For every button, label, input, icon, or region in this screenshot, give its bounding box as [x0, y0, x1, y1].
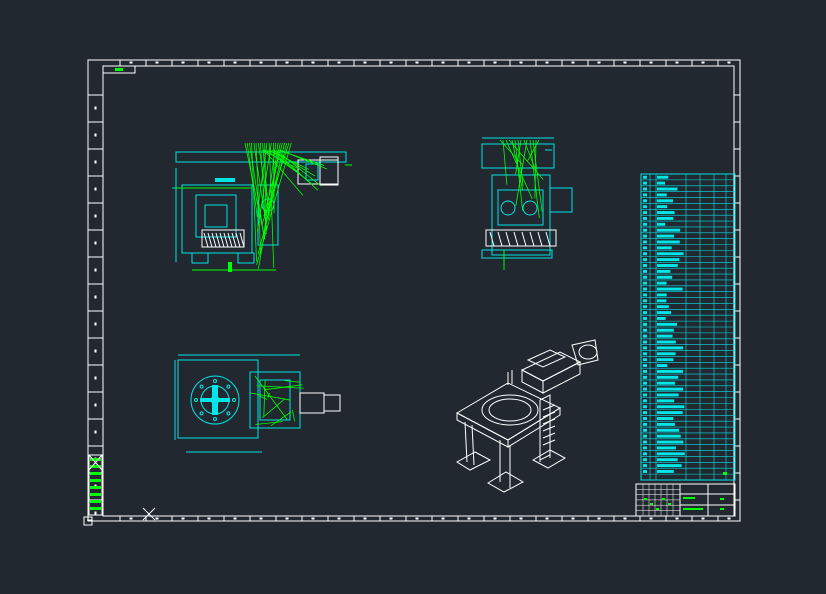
top-view[interactable] [174, 354, 341, 453]
drawing-frame [87, 59, 741, 522]
sheet-tag [102, 65, 136, 74]
isometric-view[interactable] [455, 339, 599, 493]
parts-list-table[interactable] [640, 173, 736, 481]
ucs-icon [83, 516, 93, 526]
side-view[interactable] [481, 137, 573, 270]
crosshair-cursor [142, 507, 156, 521]
title-block[interactable] [635, 483, 736, 517]
front-view[interactable] [172, 142, 352, 272]
frame-ticks [88, 60, 740, 521]
left-margin-stripe [88, 454, 103, 516]
